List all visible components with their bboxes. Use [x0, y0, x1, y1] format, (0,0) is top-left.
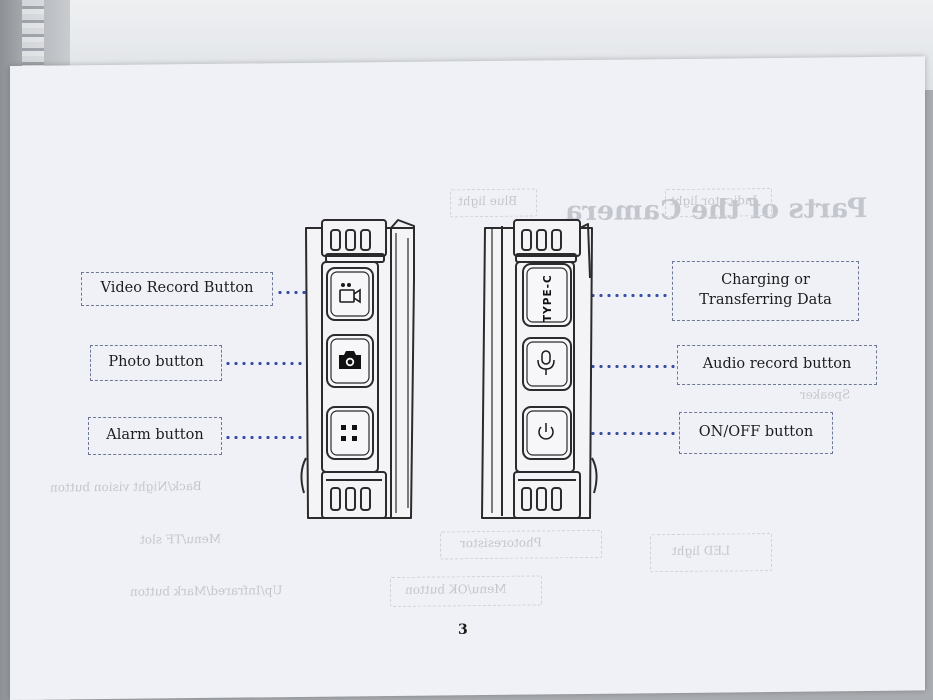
on-off-callout: ON/OFF button [679, 412, 833, 454]
show-through-label: LED light [672, 543, 731, 559]
photo-label: Photo button [108, 354, 204, 371]
leader-line-charging [573, 294, 670, 297]
audio-record-label: Audio record button [702, 356, 852, 373]
alarm-grid-icon [341, 425, 357, 441]
leader-line-audio [573, 365, 675, 368]
charging-label-line1: Charging or [721, 272, 810, 289]
page-number: 3 [458, 622, 468, 638]
leader-line-alarm [224, 436, 328, 439]
camera-icon [339, 351, 361, 369]
microphone-icon [537, 350, 555, 375]
alarm-label: Alarm button [106, 427, 204, 444]
camera-left-side-illustration [300, 219, 415, 519]
show-through-label: Speaker [800, 387, 851, 402]
video-camera-icon [339, 283, 361, 304]
show-through-label: Blue light [458, 193, 518, 209]
power-icon [538, 423, 554, 440]
charging-callout: Charging or Transferring Data [672, 261, 859, 321]
camera-right-side-illustration: TYPE-C [481, 219, 598, 519]
charging-label-line2: Transferring Data [699, 292, 832, 308]
audio-record-callout: Audio record button [677, 345, 877, 385]
photo-callout: Photo button [90, 345, 222, 381]
show-through-label: Up/Infrared/Mark button [130, 583, 283, 599]
show-through-label: Menu/OK button [405, 581, 507, 597]
video-record-label: Video Record Button [100, 280, 254, 297]
leader-line-video [276, 291, 328, 294]
type-c-port-label: TYPE-C [542, 274, 554, 322]
show-through-label: Menu/TF slot [140, 531, 222, 547]
show-through-label: Photoresistor [460, 535, 542, 551]
leader-line-on-off [573, 432, 677, 435]
video-record-callout: Video Record Button [81, 272, 273, 306]
show-through-label: Back/Night vision button [50, 478, 202, 495]
leader-line-photo [224, 362, 328, 365]
on-off-label: ON/OFF button [698, 424, 814, 441]
show-through-label: Indicator light [670, 193, 758, 209]
alarm-callout: Alarm button [88, 417, 222, 455]
